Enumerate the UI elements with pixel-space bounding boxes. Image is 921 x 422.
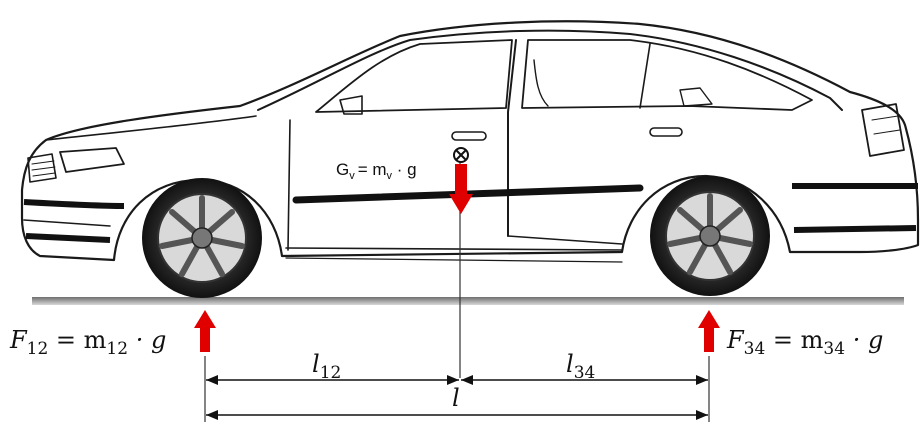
front-axle-force-equation: F12 = m12 · g — [9, 326, 166, 359]
rear-axle-force-arrow — [698, 310, 720, 352]
rear-distance-dimension — [461, 375, 708, 385]
center-of-gravity-icon — [453, 147, 469, 163]
front-wheel — [142, 178, 262, 298]
front-distance-dimension — [206, 375, 459, 385]
wheelbase-dimension — [206, 410, 708, 420]
rear-axle-force-equation: F34 = m34 · g — [726, 326, 883, 359]
car-side-view-icon — [20, 20, 920, 263]
rear-wheel — [650, 176, 770, 296]
weight-arrow — [449, 164, 473, 214]
rear-distance-label: l34 — [566, 350, 595, 383]
front-axle-force-arrow — [194, 310, 216, 352]
front-distance-label: l12 — [312, 350, 341, 383]
wheelbase-label: l — [452, 384, 460, 412]
weight-equation: Gv= mv · g — [336, 160, 417, 182]
ground-line — [32, 297, 904, 305]
